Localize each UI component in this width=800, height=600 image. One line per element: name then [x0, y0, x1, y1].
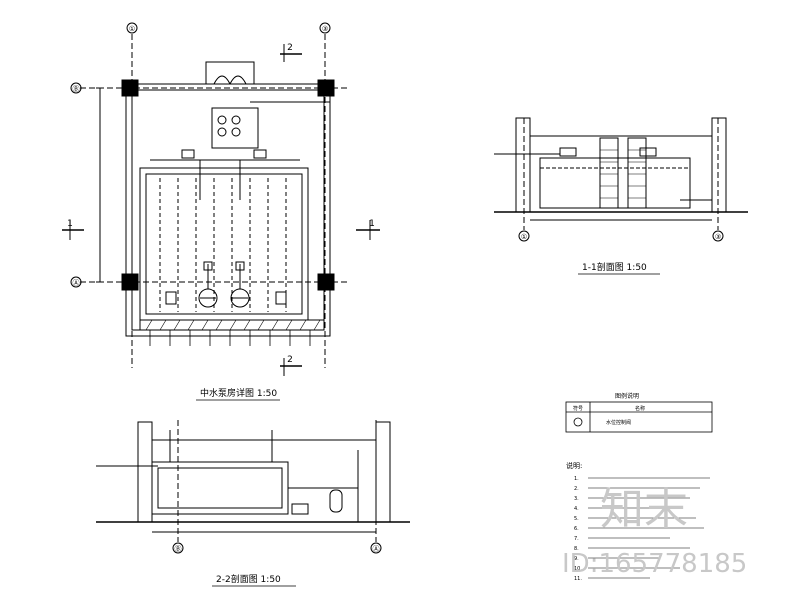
axis-label-1-top: ① — [129, 25, 135, 33]
note-line: 6. — [574, 526, 579, 532]
tank-outline — [139, 167, 309, 321]
section-mark-2-top: 2 — [287, 43, 293, 53]
section-mark-1-left: 1 — [67, 219, 73, 229]
axis-bubble-b — [70, 82, 82, 94]
ladder-2 — [627, 137, 647, 209]
axis-bubble-a-s2 — [370, 542, 382, 554]
section-2-view — [96, 420, 410, 554]
note-line: 11. — [574, 576, 582, 582]
legend-title: 图例说明 — [615, 392, 639, 400]
tank-section-s2 — [151, 461, 289, 515]
watermark-brand: 知末 — [600, 484, 688, 535]
axis-bubble-3-s1 — [712, 230, 724, 242]
legend-col1: 符号 — [573, 405, 583, 412]
control-cabinet — [211, 107, 259, 149]
notes-title: 说明: — [566, 461, 582, 470]
axis-label-b: Ⓑ — [73, 85, 80, 93]
column-tr — [317, 79, 335, 97]
tank-inner — [145, 173, 303, 315]
axis-bubble-1-top — [126, 22, 138, 34]
axis-label-3-top: ③ — [322, 25, 328, 33]
wall-left-s2 — [137, 421, 153, 523]
axis-bubble-3-top — [319, 22, 331, 34]
watermark-id: ID:165778185 — [562, 549, 747, 579]
room-outer-wall — [125, 83, 331, 337]
note-line: 4. — [574, 506, 579, 512]
note-line: 7. — [574, 536, 579, 542]
door-swing — [213, 75, 247, 85]
column-tl — [121, 79, 139, 97]
section-mark-2-bottom: 2 — [287, 355, 293, 365]
tank-section — [539, 157, 691, 209]
axis-label-3-s1: ③ — [715, 233, 721, 241]
note-line: 9. — [574, 556, 579, 562]
notes-list: 1. 2. 3. 4. 5. 6. 7. 8. 9. 10. 11. — [574, 476, 582, 582]
wall-left — [515, 117, 531, 213]
wall-right-s2 — [375, 421, 391, 523]
axis-label-a-s2: Ⓐ — [373, 545, 380, 553]
note-line: 8. — [574, 546, 579, 552]
section-mark-1-right: 1 — [369, 219, 375, 229]
room-inner-wall — [131, 89, 325, 331]
door-frame — [205, 61, 255, 85]
axis-label-a: Ⓐ — [73, 279, 80, 287]
legend-row-text: 水位控制阀 — [606, 419, 631, 426]
column-bl — [121, 273, 139, 291]
plan-title: 中水泵房详图 1:50 — [200, 387, 277, 399]
axis-bubble-b-s2 — [172, 542, 184, 554]
legend-table — [565, 401, 713, 433]
note-line: 5. — [574, 516, 579, 522]
column-br — [317, 273, 335, 291]
legend-col2: 名称 — [635, 405, 645, 412]
floor-slab — [139, 319, 325, 331]
legend-symbol-circle — [573, 417, 583, 427]
axis-label-1-s1: ① — [521, 233, 527, 241]
pressure-tank — [329, 489, 343, 513]
note-line: 2. — [574, 486, 579, 492]
plan-view — [62, 22, 380, 376]
note-line: 10. — [574, 566, 582, 572]
section2-title: 2-2剖面图 1:50 — [216, 573, 281, 585]
note-line: 3. — [574, 496, 579, 502]
axis-bubble-1-s1 — [518, 230, 530, 242]
section-1-view — [494, 117, 748, 242]
ladder-1 — [599, 137, 619, 209]
axis-bubble-a — [70, 276, 82, 288]
axis-label-b-s2: Ⓑ — [175, 545, 182, 553]
wall-right — [711, 117, 727, 213]
section1-title: 1-1剖面图 1:50 — [582, 261, 647, 273]
note-line: 1. — [574, 476, 579, 482]
